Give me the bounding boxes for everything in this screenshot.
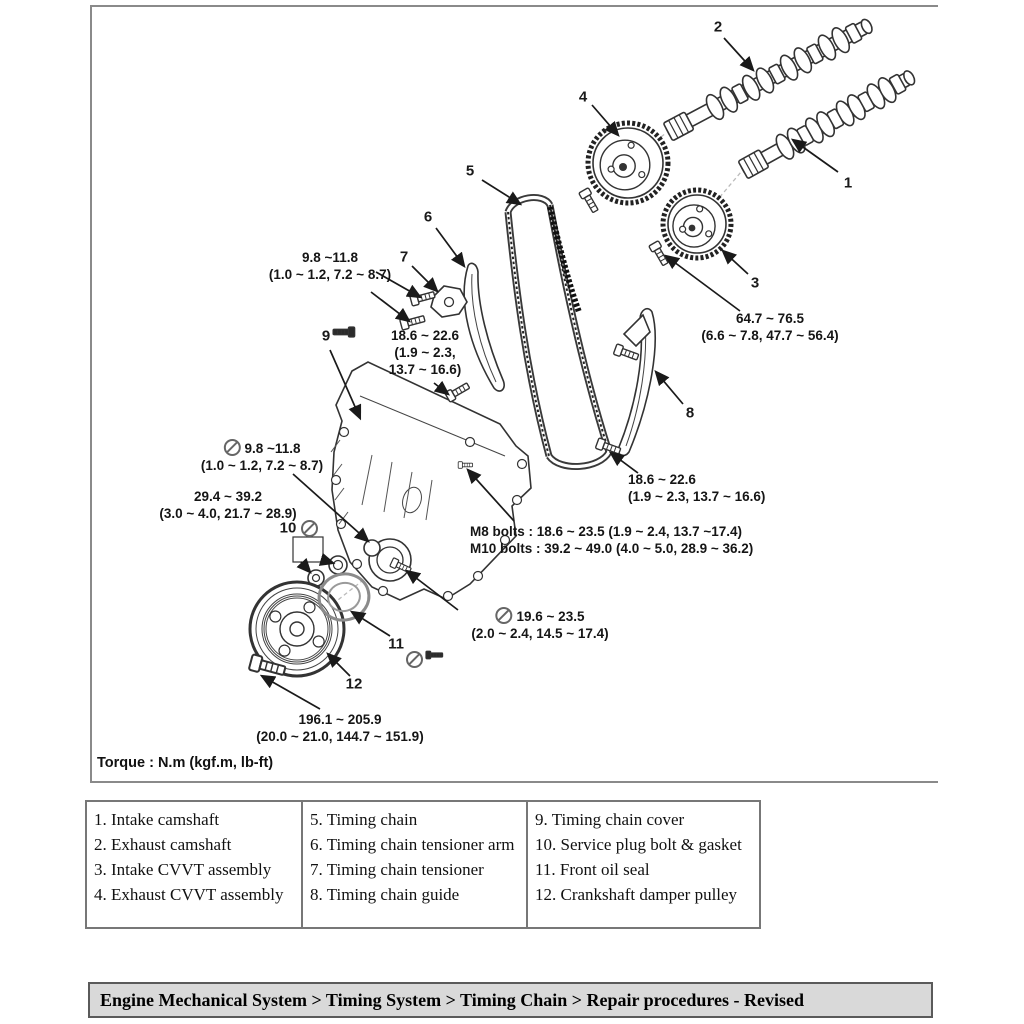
torque-value: (3.0 ~ 4.0, 21.7 ~ 28.9) (159, 506, 297, 521)
torque-value: 64.7 ~ 76.5 (736, 311, 804, 326)
legend-item: 7. Timing chain tensioner (310, 860, 484, 879)
callout-8: 8 (685, 404, 695, 422)
legend-item: 8. Timing chain guide (310, 885, 460, 904)
do-not-reuse-icon (223, 439, 241, 456)
torque-annotation-cover-bolts: M8 bolts : 18.6 ~ 23.5 (1.9 ~ 2.4, 13.7 … (470, 523, 753, 557)
do-not-reuse-icon (406, 651, 423, 668)
torque-annotation-cover-lower-bolt: 19.6 ~ 23.5 (2.0 ~ 2.4, 14.5 ~ 17.4) (471, 607, 609, 642)
torque-value: 19.6 ~ 23.5 (471, 607, 608, 625)
torque-value: 18.6 ~ 22.6 (391, 328, 459, 343)
callout-11: 11 (388, 635, 404, 653)
torque-units-note: Torque : N.m (kgf.m, lb-ft) (97, 755, 274, 771)
torque-value: 29.4 ~ 39.2 (194, 489, 262, 504)
legend-item: 6. Timing chain tensioner arm (310, 835, 515, 854)
torque-annotation-arm-pivot-bolt: 18.6 ~ 22.6 (1.9 ~ 2.3, 13.7 ~ 16.6) (389, 327, 461, 378)
parts-legend-table: 1. Intake camshaft 2. Exhaust camshaft 3… (85, 800, 761, 929)
breadcrumb-bar: Engine Mechanical System > Timing System… (88, 982, 933, 1018)
torque-value: M10 bolts : 39.2 ~ 49.0 (4.0 ~ 5.0, 28.9… (470, 541, 754, 556)
legend-column-1: 1. Intake camshaft 2. Exhaust camshaft 3… (87, 802, 303, 927)
torque-annotation-guide-bolt: 18.6 ~ 22.6 (1.9 ~ 2.3, 13.7 ~ 16.6) (628, 471, 765, 505)
torque-value: (1.0 ~ 1.2, 7.2 ~ 8.7) (200, 458, 324, 473)
torque-value: (1.9 ~ 2.3, 13.7 ~ 16.6) (628, 489, 766, 504)
legend-item: 12. Crankshaft damper pulley (535, 885, 738, 904)
callout-9: 9 (321, 327, 331, 345)
callout-2: 2 (713, 18, 723, 36)
callout-7: 7 (399, 248, 409, 266)
legend-item: 5. Timing chain (310, 810, 418, 829)
callout-1: 1 (843, 174, 853, 192)
legend-column-3: 9. Timing chain cover 10. Service plug b… (528, 802, 759, 927)
legend-item: 1. Intake camshaft (94, 810, 220, 829)
callout-6: 6 (423, 208, 433, 226)
do-not-reuse-icon (301, 520, 318, 537)
legend-item: 11. Front oil seal (535, 860, 650, 879)
torque-annotation-plug-bolt: 29.4 ~ 39.2 (3.0 ~ 4.0, 21.7 ~ 28.9) (159, 488, 296, 522)
torque-value: (20.0 ~ 21.0, 144.7 ~ 151.9) (256, 729, 424, 744)
torque-value: 196.1 ~ 205.9 (298, 712, 382, 727)
legend-item: 3. Intake CVVT assembly (94, 860, 272, 879)
torque-value: (6.6 ~ 7.8, 47.7 ~ 56.4) (701, 328, 839, 343)
torque-value: (1.9 ~ 2.3, (394, 345, 456, 360)
callout-10: 10 (279, 519, 297, 537)
legend-column-2: 5. Timing chain 6. Timing chain tensione… (303, 802, 528, 927)
diagram-frame (90, 5, 938, 783)
torque-value: (1.0 ~ 1.2, 7.2 ~ 8.7) (268, 267, 392, 282)
breadcrumb: Engine Mechanical System > Timing System… (100, 989, 804, 1010)
torque-value: 13.7 ~ 16.6) (388, 362, 462, 377)
torque-annotation-cvvt-bolt: 64.7 ~ 76.5 (6.6 ~ 7.8, 47.7 ~ 56.4) (701, 310, 838, 344)
callout-12: 12 (345, 675, 363, 693)
torque-annotation-pulley-bolt: 196.1 ~ 205.9 (20.0 ~ 21.0, 144.7 ~ 151.… (256, 711, 423, 745)
legend-item: 4. Exhaust CVVT assembly (94, 885, 284, 904)
torque-value: 9.8 ~11.8 (302, 250, 358, 265)
torque-annotation-service-plug: 9.8 ~11.8 (1.0 ~ 1.2, 7.2 ~ 8.7) (201, 439, 323, 474)
torque-value: (2.0 ~ 2.4, 14.5 ~ 17.4) (471, 626, 609, 641)
torque-value: M8 bolts : 18.6 ~ 23.5 (1.9 ~ 2.4, 13.7 … (470, 524, 743, 539)
torque-annotation-tensioner-bolts: 9.8 ~11.8 (1.0 ~ 1.2, 7.2 ~ 8.7) (269, 249, 391, 283)
legend-item: 10. Service plug bolt & gasket (535, 835, 742, 854)
torque-value: 18.6 ~ 22.6 (628, 472, 696, 487)
do-not-reuse-icon (495, 607, 513, 624)
callout-3: 3 (750, 274, 760, 292)
callout-5: 5 (465, 162, 475, 180)
legend-item: 9. Timing chain cover (535, 810, 685, 829)
torque-value: 9.8 ~11.8 (201, 439, 323, 457)
legend-item: 2. Exhaust camshaft (94, 835, 232, 854)
callout-4: 4 (578, 88, 588, 106)
